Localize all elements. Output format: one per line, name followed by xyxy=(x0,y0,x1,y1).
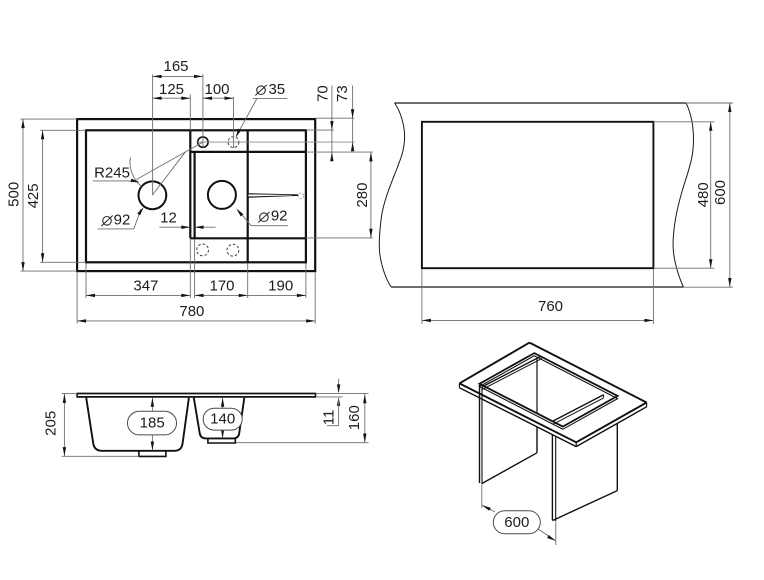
svg-text:92: 92 xyxy=(114,211,131,228)
svg-text:165: 165 xyxy=(163,58,188,75)
svg-text:500: 500 xyxy=(5,182,22,207)
svg-text:140: 140 xyxy=(210,410,235,427)
svg-text:125: 125 xyxy=(159,81,184,98)
svg-text:760: 760 xyxy=(538,298,563,315)
svg-text:12: 12 xyxy=(160,210,177,227)
svg-text:70: 70 xyxy=(314,85,331,102)
svg-text:35: 35 xyxy=(268,81,285,98)
svg-text:280: 280 xyxy=(354,183,371,208)
svg-text:11: 11 xyxy=(321,410,338,426)
svg-text:480: 480 xyxy=(695,182,712,207)
svg-text:92: 92 xyxy=(271,208,288,225)
svg-text:425: 425 xyxy=(25,183,42,208)
svg-text:190: 190 xyxy=(268,277,293,294)
svg-text:205: 205 xyxy=(42,411,59,436)
svg-text:600: 600 xyxy=(712,180,729,205)
svg-text:73: 73 xyxy=(334,85,351,102)
svg-text:170: 170 xyxy=(209,277,234,294)
svg-text:780: 780 xyxy=(179,303,204,320)
svg-text:185: 185 xyxy=(140,414,165,431)
svg-text:347: 347 xyxy=(133,277,158,294)
svg-text:100: 100 xyxy=(204,81,229,98)
svg-text:R245: R245 xyxy=(94,164,130,181)
svg-text:600: 600 xyxy=(504,514,529,531)
svg-text:160: 160 xyxy=(346,405,363,430)
